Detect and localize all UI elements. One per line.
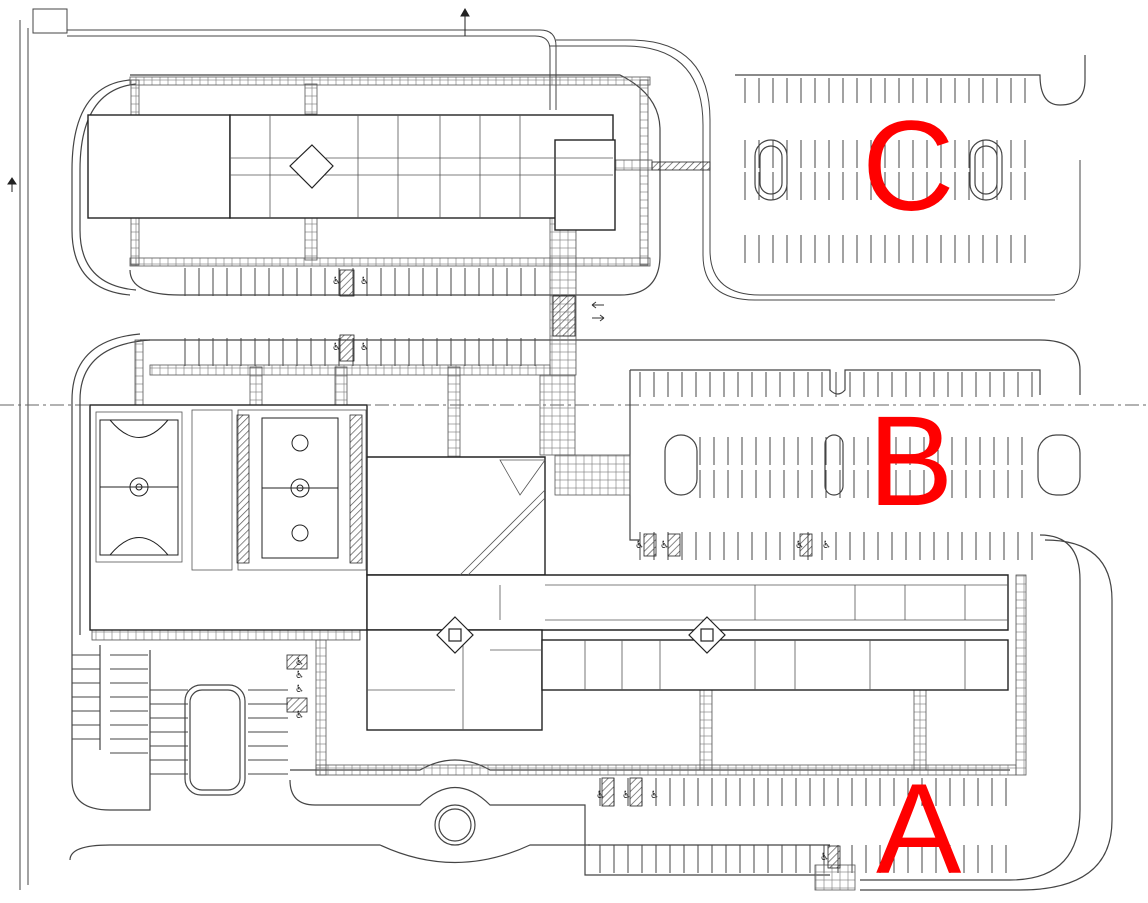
accessible-parking-icon: ♿ <box>660 540 669 551</box>
parking-islands <box>184 55 1086 796</box>
traffic-arrow-icon <box>591 301 605 322</box>
accessible-parking-icon: ♿ <box>295 670 304 681</box>
accessible-parking-icon: ♿ <box>622 790 631 801</box>
building-footprints <box>87 114 1009 731</box>
bleachers <box>236 414 363 564</box>
interior-walls <box>95 115 1008 730</box>
accessible-parking-icon: ♿ <box>650 790 659 801</box>
crosswalks <box>286 161 841 869</box>
accessible-parking-icon: ♿ <box>795 540 804 551</box>
parking-stalls <box>72 78 1033 873</box>
accessible-parking-icon: ♿ <box>360 276 369 287</box>
zone-label-c: C <box>862 95 955 238</box>
accessible-parking-icon: ♿ <box>332 342 341 353</box>
accessible-parking-icon: ♿ <box>295 710 304 721</box>
accessible-parking-icon: ♿ ♿ ♿ ♿ ♿ ♿ ♿ ♿ ♿ ♿ ♿ ♿ ♿ ♿ ♿ ♿ <box>295 276 831 863</box>
atrium-diamonds <box>289 144 726 654</box>
accessible-parking-icon: ♿ <box>822 540 831 551</box>
zone-label-b: B <box>868 390 954 533</box>
zone-label-a: A <box>876 758 962 901</box>
north-arrow-icon <box>7 7 470 192</box>
sidewalks <box>91 76 1027 891</box>
accessible-parking-icon: ♿ <box>820 852 829 863</box>
basketball-courts <box>99 417 339 559</box>
accessible-parking-icon: ♿ <box>295 657 304 668</box>
site-boundary <box>0 8 1148 890</box>
accessible-parking-icon: ♿ <box>596 790 605 801</box>
accessible-parking-icon: ♿ <box>332 276 341 287</box>
accessible-parking-icon: ♿ <box>295 684 304 695</box>
accessible-parking-icon: ♿ <box>360 342 369 353</box>
accessible-parking-icon: ♿ <box>635 540 644 551</box>
